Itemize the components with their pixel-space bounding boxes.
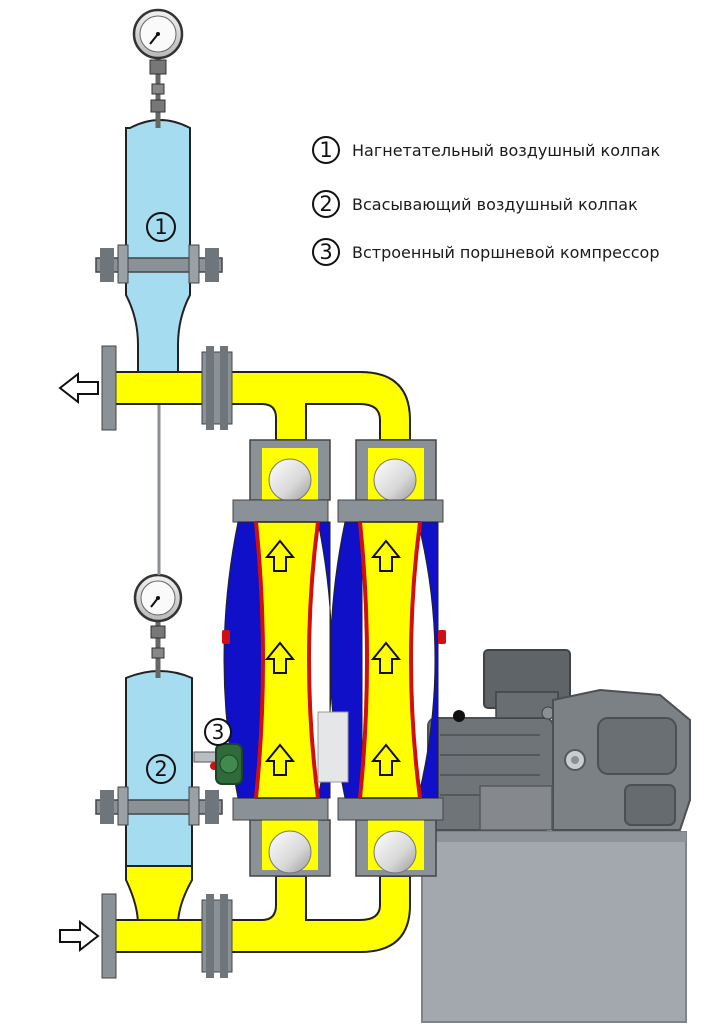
pump-head-left	[223, 439, 333, 877]
discharge-valve-ball-right	[373, 458, 417, 502]
outlet-arrow	[58, 371, 99, 405]
legend-label-2: Всасывающий воздушный колпак	[352, 194, 638, 214]
marker-discharge-chamber: 1	[146, 212, 176, 242]
marker-suction-chamber: 2	[146, 754, 176, 784]
discharge-pressure-gauge	[132, 8, 184, 128]
discharge-air-chamber	[95, 119, 223, 373]
suction-valve-ball-right	[373, 830, 417, 874]
drive-shaft	[317, 711, 349, 783]
indicator-right	[438, 630, 446, 644]
legend-number-1: 1	[312, 136, 340, 164]
base-block	[421, 831, 687, 1023]
indicator-left	[222, 630, 230, 644]
discharge-valve-ball-left	[268, 458, 312, 502]
inlet-arrow	[59, 919, 100, 953]
legend-number-2: 2	[312, 190, 340, 218]
suction-manifold	[101, 875, 411, 979]
legend-label-3: Встроенный поршневой компрессор	[352, 242, 660, 262]
suction-air-chamber	[95, 670, 223, 926]
piston-compressor	[193, 743, 243, 785]
suction-pressure-gauge	[133, 573, 183, 678]
legend-number-3: 3	[312, 238, 340, 266]
gear-motor	[427, 649, 691, 831]
suction-valve-ball-left	[268, 830, 312, 874]
marker-compressor: 3	[204, 718, 232, 746]
pump-head-right	[330, 439, 444, 877]
legend-item-1: 1 Нагнетательный воздушный колпак	[312, 136, 660, 164]
legend-label-1: Нагнетательный воздушный колпак	[352, 140, 661, 160]
legend-item-3: 3 Встроенный поршневой компрессор	[312, 238, 660, 266]
legend-item-2: 2 Всасывающий воздушный колпак	[312, 190, 638, 218]
discharge-manifold	[101, 345, 411, 441]
